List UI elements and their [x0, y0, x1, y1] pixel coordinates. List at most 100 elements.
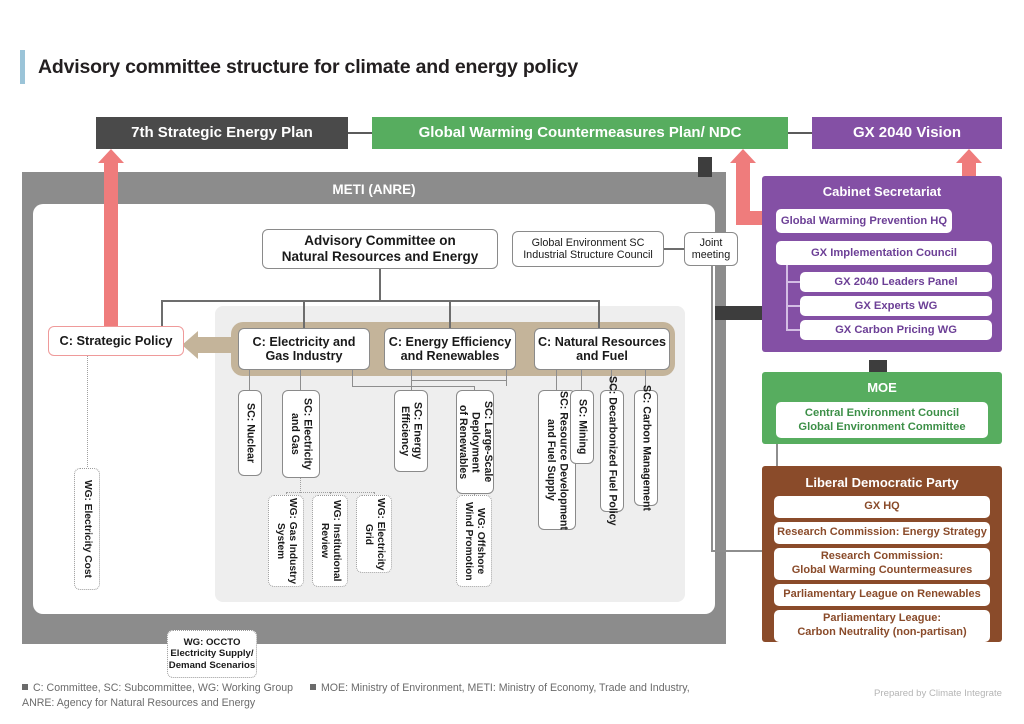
node-sc-nuclear[interactable]: SC: Nuclear: [238, 390, 262, 476]
node-c-energy-efficiency-renewables[interactable]: C: Energy Efficiency and Renewables: [384, 328, 516, 370]
red-arrow-gx-vision-head-icon: [956, 149, 982, 163]
sc-energy-efficiency-label: SC: Energy Efficiency: [399, 402, 424, 460]
line-wg-inst-drop: [330, 492, 331, 496]
line-c-elec-to-sc-elecgas: [300, 370, 302, 391]
node-sc-electricity-and-gas[interactable]: SC: Electricity and Gas: [282, 390, 320, 478]
line-gx-council-stem: [786, 265, 788, 331]
ldp-title: Liberal Democratic Party: [805, 474, 959, 490]
line-acnre-bus: [161, 300, 599, 302]
chip-research-commission-global-warming[interactable]: Research Commission: Global Warming Coun…: [774, 548, 990, 580]
red-arrow-strategic-policy-shaft: [104, 163, 118, 335]
node-c-electricity-gas-industry[interactable]: C: Electricity and Gas Industry: [238, 328, 370, 370]
line-to-sc-ee: [411, 380, 413, 391]
chip-global-warming-prevention-hq[interactable]: Global Warming Prevention HQ: [776, 209, 952, 233]
line-acnre-stem: [379, 269, 381, 301]
legend-text-1a: C: Committee, SC: Subcommittee, WG: Work…: [33, 682, 294, 694]
line-joinbus-bottom: [412, 386, 474, 388]
sc-nuclear-label: SC: Nuclear: [244, 402, 257, 464]
node-sc-energy-efficiency[interactable]: SC: Energy Efficiency: [394, 390, 428, 472]
line-to-c-electricity: [303, 300, 305, 329]
line-wg-grid-drop: [374, 492, 375, 496]
line-joint-to-moe: [711, 550, 777, 552]
line-gesc-joint: [664, 248, 685, 250]
line-c-nrf-to-sc-decarb: [611, 370, 613, 391]
meti-label: METI (ANRE): [332, 181, 416, 197]
line-gx-carbon: [786, 329, 802, 331]
sc-large-scale-label: SC: Large-Scale Deployment of Renewables: [456, 401, 494, 483]
red-arrow-strategic-policy-head-icon: [98, 149, 124, 163]
chip-central-environment-council[interactable]: Central Environment Council Global Envir…: [776, 402, 988, 438]
line-to-c-energy-efficiency: [449, 300, 451, 329]
connector-bar-moe: [869, 360, 887, 374]
tan-arrow-shaft: [196, 337, 240, 353]
sc-resource-development-label: SC: Resource Development and Fuel Supply: [545, 390, 570, 530]
red-arrow-gw-plan-shaft: [736, 163, 750, 225]
node-c-strategic-policy[interactable]: C: Strategic Policy: [48, 326, 184, 356]
chip-gx-hq[interactable]: GX HQ: [774, 496, 990, 518]
node-wg-gas-industry-system[interactable]: WG: Gas Industry System: [268, 495, 304, 587]
chip-gx-experts-wg[interactable]: GX Experts WG: [800, 296, 992, 316]
chip-research-commission-energy-strategy[interactable]: Research Commission: Energy Strategy: [774, 522, 990, 544]
node-joint-meeting[interactable]: Joint meeting: [684, 232, 738, 266]
banner-gx-2040-vision[interactable]: GX 2040 Vision: [812, 117, 1002, 149]
line-to-strategic-policy: [161, 300, 163, 327]
wg-gas-industry-label: WG: Gas Industry System: [275, 497, 299, 585]
banner-7th-strategic-energy-plan[interactable]: 7th Strategic Energy Plan: [96, 117, 348, 149]
line-c-nrf-to-sc-mining: [581, 370, 583, 391]
chip-gx-carbon-pricing-wg[interactable]: GX Carbon Pricing WG: [800, 320, 992, 340]
line-c-nrf-to-sc-carbon: [645, 370, 647, 391]
node-sc-carbon-management[interactable]: SC: Carbon Management: [634, 385, 658, 511]
line-to-sc-large: [474, 386, 476, 391]
chip-gx-2040-leaders-panel[interactable]: GX 2040 Leaders Panel: [800, 272, 992, 292]
legend-bullet-icon-1: [22, 684, 28, 690]
connector-bar-meti-cabinet: [715, 306, 765, 320]
node-sc-decarbonized-fuel-policy[interactable]: SC: Decarbonized Fuel Policy: [600, 376, 624, 526]
line-c-elec-to-sc-nuclear: [249, 370, 251, 391]
legend-line-1: C: Committee, SC: Subcommittee, WG: Work…: [22, 682, 722, 696]
sc-decarbonized-fuel-label: SC: Decarbonized Fuel Policy: [606, 376, 619, 526]
line-c-nrf-to-sc-resdev: [556, 370, 558, 391]
chip-parliamentary-league-renewables[interactable]: Parliamentary League on Renewables: [774, 584, 990, 606]
legend-line-2: ANRE: Agency for Natural Resources and E…: [22, 697, 256, 709]
chip-parliamentary-league-carbon-neutrality[interactable]: Parliamentary League: Carbon Neutrality …: [774, 610, 990, 642]
chip-gx-implementation-council[interactable]: GX Implementation Council: [776, 241, 992, 265]
wg-electricity-cost-label: WG: Electricity Cost: [82, 480, 94, 578]
legend-text-1b: MOE: Ministry of Environment, METI: Mini…: [320, 682, 690, 694]
line-to-c-natural-resources: [598, 300, 600, 329]
node-sc-large-scale-deployment-renewables[interactable]: SC: Large-Scale Deployment of Renewables: [456, 390, 494, 494]
legend-bullet-icon-2: [309, 684, 316, 690]
node-wg-institutional-review[interactable]: WG: Institutional Review: [312, 495, 348, 587]
sc-mining-label: SC: Mining: [576, 399, 589, 455]
line-c-ee-to-large: [506, 370, 508, 386]
line-wg-gas-drop: [286, 492, 287, 496]
node-wg-electricity-grid[interactable]: WG: Electricity Grid: [356, 495, 392, 573]
red-arrow-gw-plan-head-icon: [730, 149, 756, 163]
cabinet-secretariat-title: Cabinet Secretariat: [822, 183, 942, 199]
line-gx-experts: [786, 305, 802, 307]
title-accent-bar: [20, 50, 25, 84]
node-wg-occto[interactable]: WG: OCCTO Electricity Supply/ Demand Sce…: [167, 630, 257, 678]
moe-title: MOE: [867, 379, 897, 395]
line-strategic-to-eleccost: [87, 356, 88, 469]
node-advisory-committee-natural-resources-energy[interactable]: Advisory Committee on Natural Resources …: [262, 229, 498, 269]
wg-institutional-review-label: WG: Institutional Review: [319, 500, 343, 582]
node-wg-electricity-cost[interactable]: WG: Electricity Cost: [74, 468, 100, 590]
line-c-ee-stem: [411, 370, 413, 387]
line-gx-leaders: [786, 281, 802, 283]
banner-separator-2: [788, 132, 812, 134]
wg-electricity-grid-label: WG: Electricity Grid: [363, 497, 387, 571]
page-title: Advisory committee structure for climate…: [38, 55, 578, 78]
credit-text: Prepared by Climate Integrate: [874, 688, 1002, 699]
wg-offshore-wind-label: WG: Offshore Wind Promotion: [463, 501, 487, 581]
sc-electricity-gas-label: SC: Electricity and Gas: [289, 398, 314, 470]
line-joint-down: [711, 266, 713, 551]
node-c-natural-resources-fuel[interactable]: C: Natural Resources and Fuel: [534, 328, 670, 370]
line-joinbus-left: [352, 386, 412, 388]
line-c-elec-join-down: [352, 370, 354, 386]
banner-global-warming-countermeasures-plan[interactable]: Global Warming Countermeasures Plan/ NDC: [372, 117, 788, 149]
node-wg-offshore-wind-promotion[interactable]: WG: Offshore Wind Promotion: [456, 495, 492, 587]
node-sc-mining[interactable]: SC: Mining: [570, 390, 594, 464]
tan-arrow-head-icon: [182, 331, 198, 359]
node-global-environment-sc[interactable]: Global Environment SC Industrial Structu…: [512, 231, 664, 267]
